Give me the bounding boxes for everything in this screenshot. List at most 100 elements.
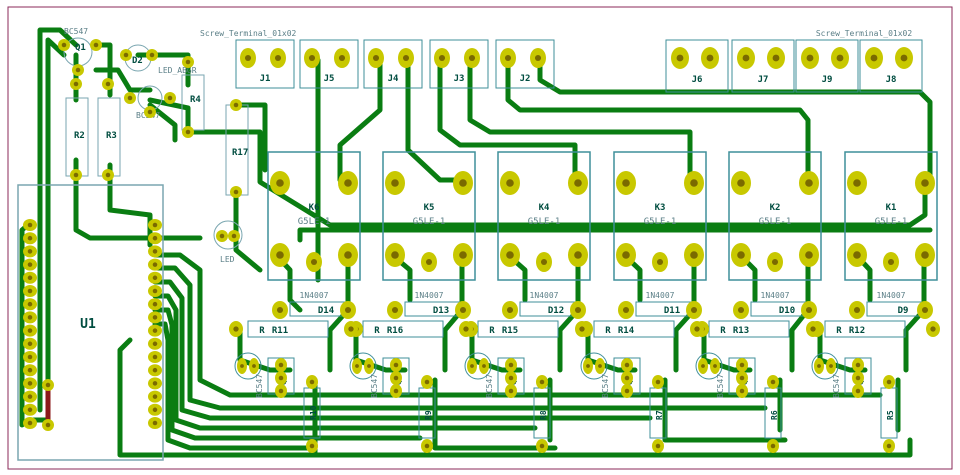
relay-pad-drill	[506, 251, 514, 259]
led-pad-drill	[829, 364, 833, 368]
diode-pad-drill	[690, 306, 698, 314]
transistor-pad-drill	[855, 375, 861, 381]
terminal-outline	[731, 39, 795, 93]
q1-ref: Q1	[75, 43, 86, 53]
relay-pad-drill	[805, 179, 813, 187]
led-value: LED	[220, 255, 235, 264]
diode-pad-drill	[737, 306, 745, 314]
relay-ref: K4	[539, 203, 550, 213]
u1-right-pin-drill	[152, 354, 158, 360]
transistor-pad-drill	[624, 388, 630, 394]
terminal-pad-drill	[900, 54, 908, 62]
relay-pad-drill	[276, 179, 284, 187]
transistor-value: BC547	[370, 374, 379, 398]
relay-ref: K6	[309, 203, 320, 213]
resistor-prefix: R	[836, 326, 842, 336]
terminal-outline	[495, 39, 555, 89]
base-resistor-pad-drill	[655, 443, 661, 449]
relay-pad-drill	[771, 258, 779, 266]
relay-pad-drill	[506, 179, 514, 187]
diode-value: 1N4007	[415, 291, 444, 300]
relay-outline	[382, 151, 476, 281]
diode-value: 1N4007	[646, 291, 675, 300]
terminal-pad-drill	[308, 54, 316, 62]
transistor-pad-drill	[739, 362, 745, 368]
terminal-outline	[859, 39, 923, 93]
led-pad-drill	[701, 364, 705, 368]
led-pad-drill	[817, 364, 821, 368]
diode-outline	[866, 301, 924, 317]
q1-value: BC547	[64, 27, 88, 36]
u1-right-pin-drill	[152, 315, 158, 320]
transistor-pad-drill	[855, 362, 861, 368]
relay-outline	[844, 151, 938, 281]
terminal-ref: J3	[454, 74, 465, 84]
relay-pad-drill	[805, 251, 813, 259]
relay-pad-drill	[656, 258, 664, 266]
diode-ref: D14	[318, 306, 335, 316]
transistor-pad-drill	[508, 388, 514, 394]
terminal-pad-drill	[676, 54, 684, 62]
diode-pad-drill	[276, 306, 284, 314]
diode-value: 1N4007	[530, 291, 559, 300]
terminal-pad-drill	[372, 54, 380, 62]
base-resistor-ref: R10	[309, 405, 318, 420]
cluster-pad-drill	[167, 95, 173, 101]
relay-pad-drill	[425, 258, 433, 266]
diode-pad-drill	[574, 306, 582, 314]
u1-right-pin-drill	[152, 235, 158, 241]
relay-pad-drill	[737, 179, 745, 187]
relay-value: G5LE-1	[759, 217, 792, 227]
relay-pad-drill	[344, 251, 352, 259]
u1-right-pin-drill	[152, 420, 158, 426]
resistor-prefix: R	[489, 326, 495, 336]
terminal-ref: J7	[758, 75, 769, 85]
transistor-value: BC547	[485, 374, 494, 398]
board-edge	[7, 6, 953, 470]
u1-left-pin-drill	[27, 328, 33, 333]
u1-left-pin-drill	[27, 235, 33, 241]
cluster-pad-drill	[105, 81, 111, 87]
diode-pad-drill	[344, 306, 352, 314]
resistor-ref: R11	[272, 326, 288, 336]
u1-left-pin-drill	[27, 288, 33, 294]
r17-ref: R17	[232, 148, 248, 158]
led-pad-drill	[482, 364, 486, 368]
cluster-pad-drill	[123, 52, 129, 58]
base-resistor-ref: R7	[655, 410, 664, 420]
terminal-outline	[429, 39, 489, 89]
r4-ref: R4	[190, 95, 201, 105]
relay-pad-drill	[344, 179, 352, 187]
led-pad-drill	[586, 364, 590, 368]
top-screw-label-right: Screw_Terminal_01x02	[816, 29, 913, 38]
resistor-pad-drill	[348, 326, 354, 332]
resistor-prefix: R	[259, 326, 265, 336]
relay-pad-drill	[391, 179, 399, 187]
terminal-pad-drill	[504, 54, 512, 62]
relay-value: G5LE-1	[298, 217, 331, 227]
terminal-pad-drill	[438, 54, 446, 62]
relay-pad-drill	[853, 251, 861, 259]
d2-ref: D2	[132, 56, 143, 66]
u1-right-pin-drill	[152, 367, 158, 373]
cluster-pad-drill	[73, 172, 79, 178]
cluster-pad-drill	[233, 189, 239, 195]
resistor-outline	[824, 320, 906, 338]
top-screw-label-left: Screw_Terminal_01x02	[200, 29, 297, 38]
u1-left-pin-drill	[27, 354, 33, 360]
base-resistor-ref: R8	[539, 410, 548, 420]
u1-right-pin-drill	[152, 341, 158, 347]
u1-left-pin-drill	[27, 249, 33, 254]
terminal-ref: J8	[886, 75, 897, 85]
transistor-pad-drill	[393, 362, 399, 368]
diode-value: 1N4007	[877, 291, 906, 300]
relay-ref: K2	[770, 203, 781, 213]
relay-pad-drill	[574, 179, 582, 187]
base-resistor-pad-drill	[770, 443, 776, 449]
diode-ref: D12	[548, 306, 564, 316]
u1-right-pin-drill	[152, 275, 158, 281]
led-outline	[580, 352, 608, 380]
terminal-pad-drill	[274, 54, 282, 62]
